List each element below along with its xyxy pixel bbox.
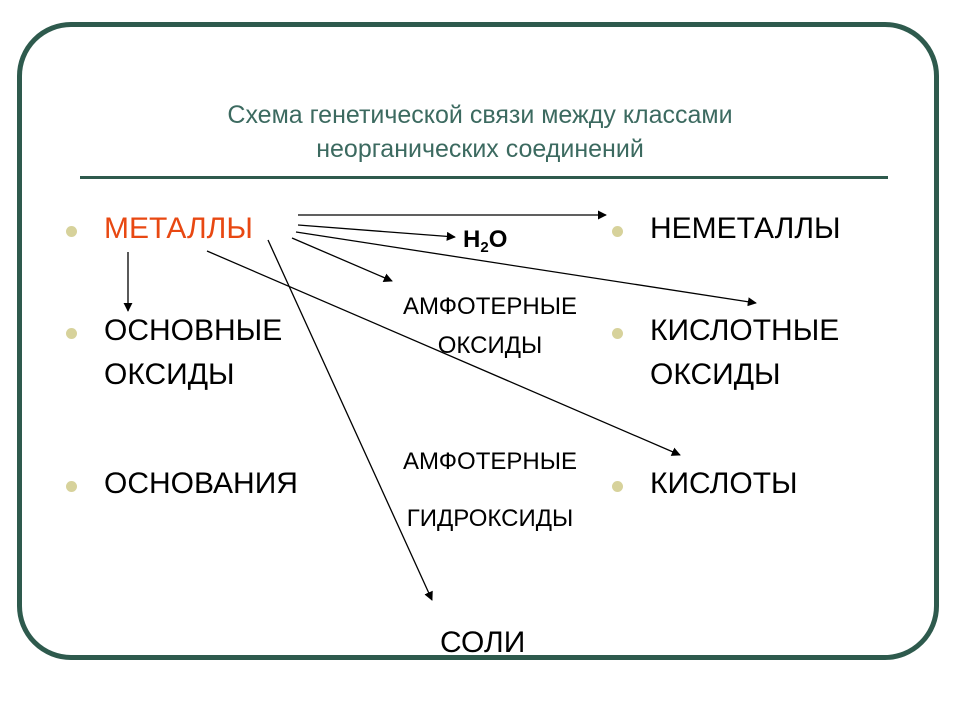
title-line-1: Схема генетической связи между классами	[227, 101, 733, 129]
bullet-icon	[612, 481, 623, 492]
water-h: H	[463, 226, 481, 253]
acid-oxides-label-2: ОКСИДЫ	[650, 358, 781, 391]
title-underline	[80, 176, 888, 179]
amphoteric-oxides-label-2: ОКСИДЫ	[437, 332, 543, 359]
arrow-metals-to-amphoteric-oxides	[291, 237, 393, 282]
bullet-icon	[66, 481, 77, 492]
bullet-icon	[66, 328, 77, 339]
water-formula: H2O	[463, 226, 507, 256]
bullet-icon	[66, 226, 77, 237]
acids-label: КИСЛОТЫ	[650, 467, 798, 500]
water-index: 2	[480, 239, 489, 256]
bullet-icon	[612, 226, 623, 237]
arrow-metals-to-acid-oxides	[295, 231, 757, 307]
bases-label: ОСНОВАНИЯ	[104, 467, 298, 500]
arrow-metals-to-acids	[206, 250, 681, 456]
arrow-metals-to-salts	[267, 239, 433, 601]
basic-oxides-label-1: ОСНОВНЫЕ	[104, 314, 283, 347]
amphoteric-oxides-label-1: АМФОТЕРНЫЕ	[403, 293, 577, 320]
nonmetals-label: НЕМЕТАЛЛЫ	[650, 212, 841, 245]
slide-frame	[17, 22, 939, 660]
slide-title: Схема генетической связи между классами …	[100, 98, 860, 166]
amphoteric-hydroxides-label-2: ГИДРОКСИДЫ	[406, 505, 574, 532]
amphoteric-hydroxides-label-1: АМФОТЕРНЫЕ	[403, 448, 577, 475]
title-line-2: неорганических соединений	[316, 135, 644, 163]
salts-label: СОЛИ	[440, 626, 526, 659]
acid-oxides-label-1: КИСЛОТНЫЕ	[650, 314, 840, 347]
arrow-metals-to-water	[297, 224, 456, 241]
bullet-icon	[612, 328, 623, 339]
water-o: O	[488, 226, 508, 253]
metals-label: МЕТАЛЛЫ	[104, 212, 253, 245]
basic-oxides-label-2: ОКСИДЫ	[104, 358, 235, 391]
